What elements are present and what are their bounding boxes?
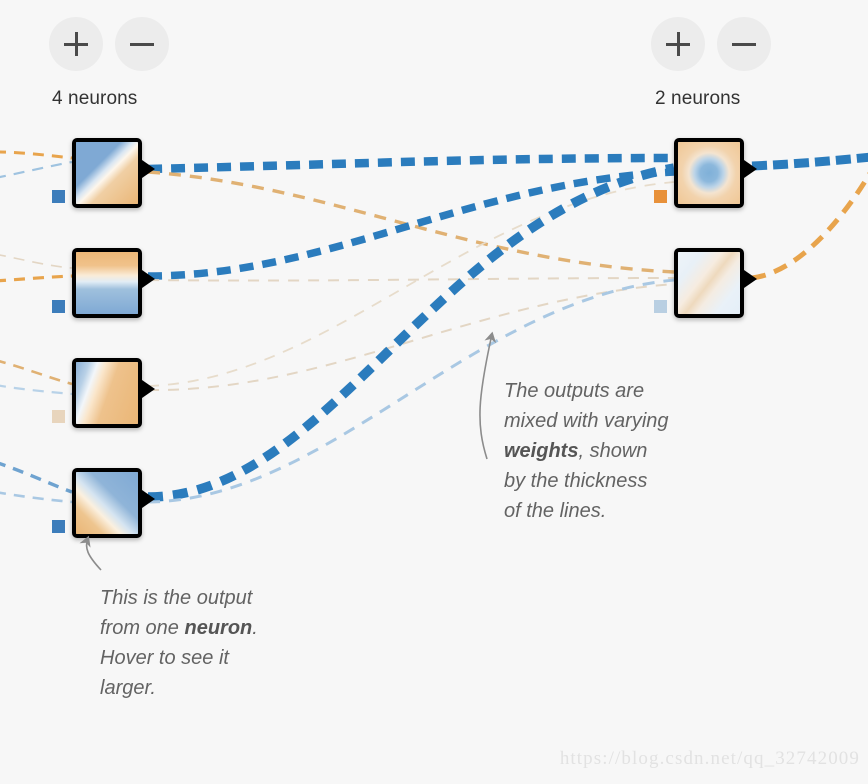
layer-controls-hidden-layer-2 (651, 17, 771, 71)
callout-line: The outputs are (504, 376, 669, 406)
neuron-output-heatmap (678, 142, 740, 204)
link-in-3b[interactable] (0, 384, 73, 396)
add-neuron-button-hidden-layer-1[interactable] (49, 17, 103, 71)
neuron-output-heatmap (76, 142, 138, 204)
neuron-output-heatmap (76, 252, 138, 314)
callout-text: , shown (578, 440, 648, 462)
minus-icon (732, 32, 756, 56)
callout-emphasis: neuron (184, 617, 253, 639)
bias-square-h1-n2[interactable] (52, 300, 65, 313)
node-output-arrow-icon (142, 160, 155, 178)
link-w-n1-o1[interactable] (147, 153, 675, 174)
node-output-arrow-icon (142, 380, 155, 398)
callout-line: larger. (100, 673, 258, 703)
remove-neuron-button-hidden-layer-1[interactable] (115, 17, 169, 71)
link-in-1a[interactable] (0, 150, 73, 160)
link-w-n1-o2[interactable] (147, 170, 675, 274)
callout-line: of the lines. (504, 496, 669, 526)
callout-text: mixed with varying (504, 410, 669, 432)
incoming-links (0, 150, 73, 504)
bias-square-h1-n1[interactable] (52, 190, 65, 203)
callout-line: Hover to see it (100, 643, 258, 673)
remove-neuron-button-hidden-layer-2[interactable] (717, 17, 771, 71)
node-output-arrow-icon (142, 270, 155, 288)
callout-line: weights, shown (504, 436, 669, 466)
callout-line: mixed with varying (504, 406, 669, 436)
link-in-3a[interactable] (0, 360, 73, 386)
neuron-node-h2-n1[interactable] (674, 138, 744, 208)
link-out-1[interactable] (751, 152, 868, 171)
callout-line: This is the output (100, 583, 258, 613)
link-in-2b[interactable] (0, 274, 73, 283)
callout-text: by the thickness (504, 470, 648, 492)
layer-caption-hidden-layer-2: 2 neurons (655, 88, 741, 109)
callout-line: from one neuron. (100, 613, 258, 643)
neuron-callout: This is the output from one neuron. Hover … (100, 583, 258, 703)
neuron-output-heatmap (76, 362, 138, 424)
neuron-node-h1-n3[interactable] (72, 358, 142, 428)
layer-caption-hidden-layer-1: 4 neurons (52, 88, 138, 109)
link-in-4a[interactable] (0, 461, 73, 494)
neuron-node-h1-n2[interactable] (72, 248, 142, 318)
bias-square-h2-n2[interactable] (654, 300, 667, 313)
neuron-output-heatmap (76, 472, 138, 534)
callout-emphasis: weights (504, 440, 579, 462)
node-output-arrow-icon (744, 270, 757, 288)
weights-callout-arrow-icon (479, 331, 497, 460)
link-in-2a[interactable] (0, 254, 73, 269)
bias-square-h1-n4[interactable] (52, 520, 65, 533)
bias-square-h1-n3[interactable] (52, 410, 65, 423)
link-w-n3-o2[interactable] (147, 283, 675, 392)
neuron-node-h2-n2[interactable] (674, 248, 744, 318)
weights-callout: The outputs are mixed with varying weights… (504, 376, 669, 526)
callout-text: Hover to see it (100, 647, 229, 669)
callout-text: from one (100, 617, 185, 639)
callout-text: This is the output (100, 587, 253, 609)
callout-text: The outputs are (504, 380, 645, 402)
watermark: https://blog.csdn.net/qq_32742009 (559, 748, 860, 769)
add-neuron-button-hidden-layer-2[interactable] (651, 17, 705, 71)
callout-text: . (252, 617, 258, 639)
node-output-arrow-icon (142, 490, 155, 508)
link-w-n2-o2[interactable] (147, 277, 675, 282)
callout-text: of the lines. (504, 500, 607, 522)
link-in-1b[interactable] (0, 160, 73, 179)
minus-icon (130, 32, 154, 56)
link-out-2[interactable] (751, 170, 868, 281)
plus-icon (666, 32, 690, 56)
link-in-4b[interactable] (0, 491, 73, 504)
link-w-n3-o1[interactable] (147, 181, 675, 387)
neuron-node-h1-n4[interactable] (72, 468, 142, 538)
plus-icon (64, 32, 88, 56)
link-w-n2-o1[interactable] (147, 168, 675, 280)
bias-square-h2-n1[interactable] (654, 190, 667, 203)
node-output-arrow-icon (744, 160, 757, 178)
neuron-output-heatmap (678, 252, 740, 314)
callout-text: larger. (100, 677, 156, 699)
neuron-node-h1-n1[interactable] (72, 138, 142, 208)
layer-controls-hidden-layer-1 (49, 17, 169, 71)
neuron-callout-arrow-icon (79, 535, 102, 571)
callout-line: by the thickness (504, 466, 669, 496)
outgoing-links (751, 152, 868, 281)
